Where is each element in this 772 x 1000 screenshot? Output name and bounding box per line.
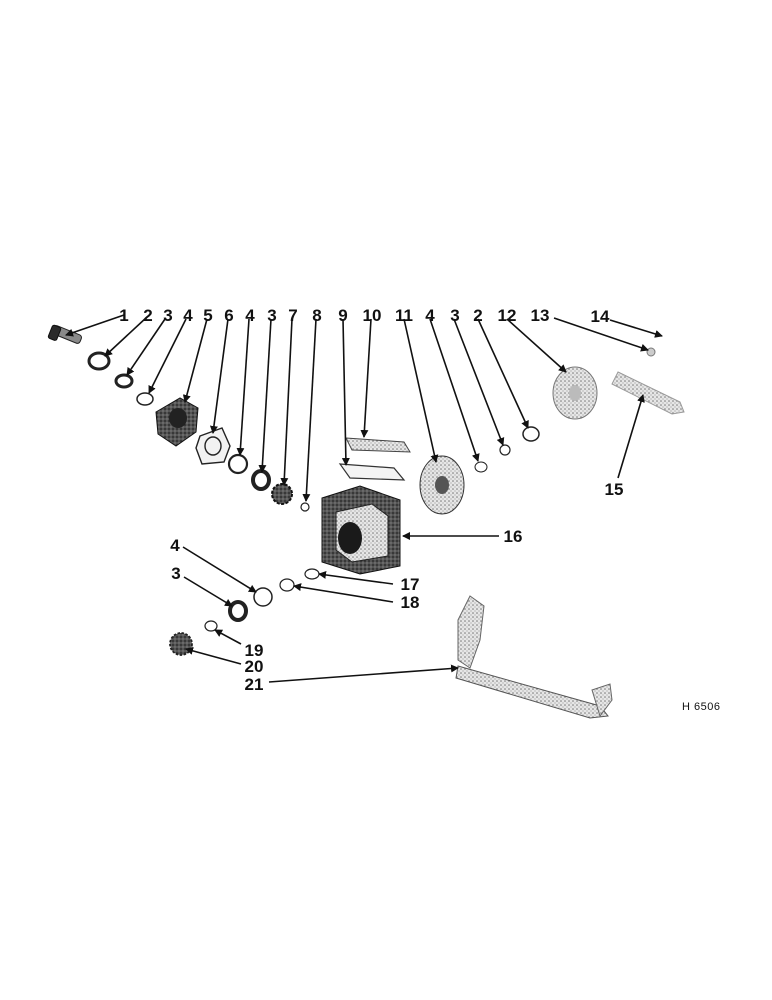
callout-1: 1: [119, 306, 128, 325]
part-20-gear: [169, 632, 193, 656]
callout-3d: 3: [171, 564, 180, 583]
callout-13: 13: [531, 306, 550, 325]
part-2-ring-c: [522, 426, 540, 442]
callout-4c: 4: [425, 306, 435, 325]
callout-3: 3: [163, 306, 172, 325]
callout-9: 9: [338, 306, 347, 325]
callout-14: 14: [591, 307, 610, 326]
callout-7: 7: [288, 306, 297, 325]
callout-21: 21: [245, 675, 264, 694]
callout-4: 4: [183, 306, 193, 325]
callout-5: 5: [203, 306, 212, 325]
reference-code: H 6506: [682, 701, 720, 713]
part-21-lever: [455, 595, 613, 719]
callout-11: 11: [395, 306, 413, 325]
callout-3b: 3: [267, 306, 276, 325]
part-4-washer-d: [253, 587, 273, 607]
part-3-ring-c: [499, 444, 511, 456]
part-11-pulley: [419, 455, 465, 515]
callout-15: 15: [605, 480, 624, 499]
part-10-plate: [345, 437, 411, 453]
part-1-bolt: [47, 324, 83, 344]
part-6-gasket: [195, 427, 231, 465]
part-4-washer-b: [227, 453, 249, 475]
part-16-gear-housing: [321, 485, 401, 575]
callout-4d: 4: [170, 536, 180, 555]
part-4-washer-c: [474, 461, 488, 473]
part-3-ring-b: [251, 469, 271, 491]
part-9-gasket: [338, 463, 406, 481]
callout-2c: 2: [473, 306, 482, 325]
callout-17: 17: [401, 575, 420, 594]
parts-artwork: [47, 324, 685, 719]
part-5-cap-housing: [155, 397, 199, 447]
part-4-washer: [136, 392, 154, 406]
callout-labels: 1 2 3 4 5 6 4 3 7 8 9 10 11 4 3 2 12 13 …: [119, 306, 623, 694]
part-8-washer: [300, 502, 310, 512]
callout-16: 16: [504, 527, 523, 546]
part-17-ring: [304, 568, 320, 580]
callout-6: 6: [224, 306, 233, 325]
leader-lines: [65, 314, 663, 683]
part-19-ring: [204, 620, 218, 632]
callout-8: 8: [312, 306, 321, 325]
callout-3c: 3: [450, 306, 459, 325]
part-18-ring: [279, 578, 295, 592]
callout-10: 10: [363, 306, 382, 325]
part-13-14-15-shaft: [611, 347, 685, 415]
callout-19: 19: [245, 641, 264, 660]
callout-18: 18: [401, 593, 420, 612]
part-12-fan-hub: [552, 366, 598, 420]
callout-4b: 4: [245, 306, 255, 325]
callout-2: 2: [143, 306, 152, 325]
part-2-ring: [87, 351, 111, 371]
part-3-ring-d: [228, 600, 248, 622]
callout-12: 12: [498, 306, 517, 325]
part-3-ring: [114, 373, 134, 389]
part-7-gear: [271, 483, 293, 505]
callout-20: 20: [245, 657, 264, 676]
